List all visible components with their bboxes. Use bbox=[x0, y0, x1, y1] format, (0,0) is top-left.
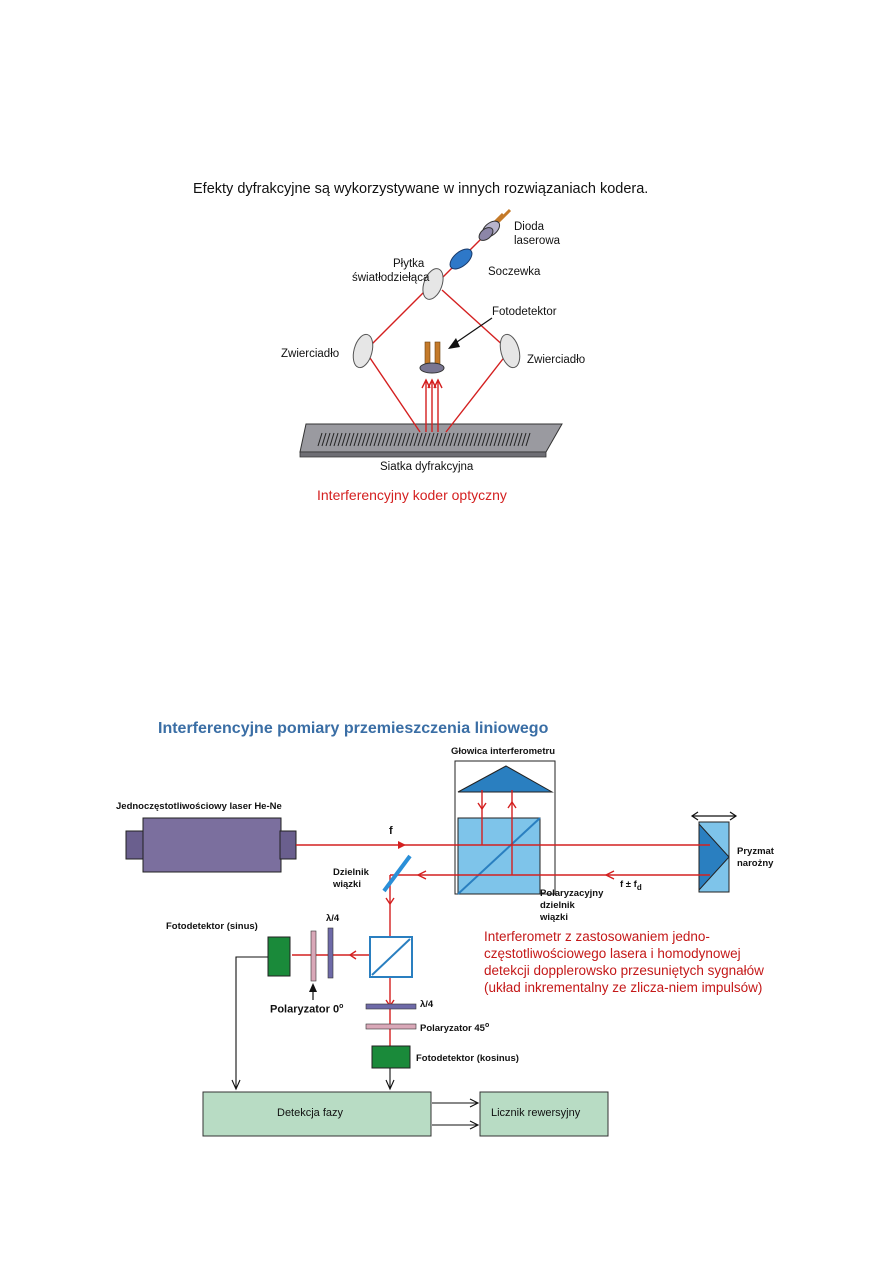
label-soczewka: Soczewka bbox=[488, 266, 541, 278]
label-f: f bbox=[389, 825, 393, 837]
mirror-right-icon bbox=[499, 333, 521, 369]
laser-diode-icon bbox=[478, 208, 512, 241]
polarizing-cube-icon bbox=[369, 936, 413, 978]
signal-lines bbox=[231, 956, 480, 1130]
label-plytka-2: światłodziełąca bbox=[352, 272, 430, 284]
label-polaryzacyjny-2: dzielnik bbox=[540, 900, 575, 911]
label-dzielnik-1: Dzielnik bbox=[333, 867, 369, 878]
label-plytka-1: Płytka bbox=[393, 258, 425, 270]
encoder-caption: Interferencyjny koder optyczny bbox=[317, 487, 507, 503]
label-polaryzator45: Polaryzator 45o bbox=[420, 1022, 490, 1035]
label-dzielnik-2: wiązki bbox=[333, 879, 361, 890]
section-title: Interferencyjne pomiary przemieszczenia … bbox=[158, 720, 549, 737]
phase-detection-label: Detekcja fazy bbox=[277, 1107, 344, 1119]
label-fotodetektor: Fotodetektor bbox=[492, 306, 557, 318]
laser-beams bbox=[367, 231, 507, 433]
label-fotodetektor-sinus: Fotodetektor (sinus) bbox=[166, 921, 258, 932]
reversible-counter-box bbox=[479, 1091, 609, 1137]
label-pryzmat-1: Pryzmat bbox=[737, 846, 774, 857]
polarizer-0-icon bbox=[310, 930, 317, 982]
label-polaryzacyjny-1: Polaryzacyjny bbox=[540, 888, 604, 899]
intro-text: Efekty dyfrakcyjne są wykorzystywane w i… bbox=[193, 181, 649, 197]
label-polaryzacyjny-3: wiązki bbox=[540, 912, 568, 923]
diffraction-grating bbox=[299, 423, 563, 453]
laser-icon bbox=[125, 817, 297, 873]
label-dioda-2: laserowa bbox=[514, 235, 561, 247]
label-zwierciadlo-right: Zwierciadło bbox=[527, 354, 586, 366]
phase-detection-box bbox=[202, 1091, 432, 1137]
encoder-diagram bbox=[299, 208, 563, 458]
label-zwierciadlo-left: Zwierciadło bbox=[281, 348, 340, 360]
corner-prism-icon bbox=[698, 821, 730, 893]
label-siatka: Siatka dyfrakcyjna bbox=[380, 461, 474, 473]
interferometer-diagram bbox=[125, 760, 738, 1137]
interferometer-note: Interferometr z zastosowaniem jedno-częs… bbox=[484, 929, 764, 995]
label-lambda4-bottom: λ/4 bbox=[420, 999, 434, 1010]
lens-icon bbox=[449, 248, 473, 270]
polarizer-45-icon bbox=[365, 1023, 417, 1030]
label-fotodetektor-kosinus: Fotodetektor (kosinus) bbox=[416, 1053, 519, 1064]
quarter-wave-plate-top-icon bbox=[327, 927, 334, 979]
movement-double-arrow bbox=[690, 811, 738, 821]
beam-splitter-icon bbox=[382, 854, 412, 893]
quarter-wave-plate-bottom-icon bbox=[365, 1003, 417, 1010]
interferometer-head bbox=[454, 760, 556, 895]
polarizer-pointer-arrow bbox=[309, 983, 317, 1000]
label-f-pm-fd-main: f ± f bbox=[620, 879, 637, 890]
label-laser: Jednoczęstotliwościowy laser He-Ne bbox=[116, 801, 282, 812]
reversible-counter-label: Licznik rewersyjny bbox=[491, 1107, 581, 1119]
photodetector-pointer-arrow bbox=[448, 317, 493, 349]
label-polaryzator45-text: Polaryzator 45 bbox=[420, 1023, 485, 1035]
label-polaryzator0-text: Polaryzator 0 bbox=[270, 1003, 340, 1016]
photodetector-kosinus-icon bbox=[371, 1045, 411, 1069]
label-f-pm-fd: f ± fd bbox=[620, 879, 642, 893]
label-glowica: Głowica interferometru bbox=[451, 746, 555, 757]
grating-lines bbox=[317, 432, 531, 447]
label-pryzmat-2: narożny bbox=[737, 858, 774, 869]
label-lambda4-top: λ/4 bbox=[326, 913, 340, 924]
label-fd-subscript: d bbox=[636, 882, 642, 892]
label-dioda-1: Dioda bbox=[514, 221, 545, 233]
photodetector-icon bbox=[419, 341, 445, 374]
label-polaryzator0: Polaryzator 0o bbox=[270, 1003, 344, 1016]
mirror-left-icon bbox=[352, 333, 374, 369]
beamsplitter-plate-icon bbox=[422, 268, 444, 300]
photodetector-sinus-icon bbox=[267, 936, 291, 977]
